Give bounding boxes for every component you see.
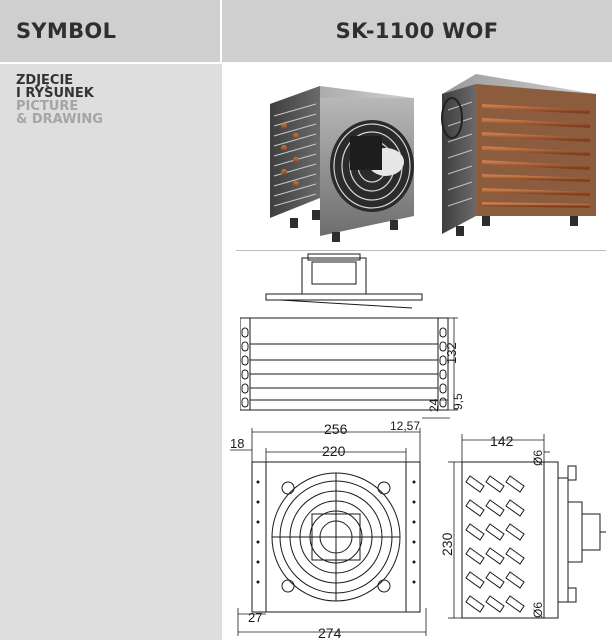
photo-drawing-divider [236, 250, 606, 251]
dim-height: 230 [440, 532, 455, 556]
drawing-side-view: 132 24 9,5 12,57 [240, 253, 465, 432]
dim-side-d1: 24 [427, 398, 441, 412]
label-pl-line1: ZDJĘCIE [16, 73, 74, 88]
dim-depth: 142 [490, 433, 514, 449]
table-header: SYMBOL SK-1100 WOF [0, 0, 612, 62]
dim-hole-bottom: Ø6 [531, 602, 545, 618]
unit-photo-front [270, 86, 414, 242]
dim-side-d2: 9,5 [451, 393, 465, 410]
header-symbol: SYMBOL [0, 0, 222, 62]
dim-hole-top: Ø6 [531, 450, 545, 466]
dim-side-height: 132 [444, 342, 459, 364]
unit-photo-rear [441, 74, 596, 236]
dim-front-bottom-offset: 27 [248, 610, 262, 625]
dim-side-d3: 12,57 [390, 419, 420, 432]
row-label-cell: ZDJĘCIE I RYSUNEK PICTURE & DRAWING [0, 64, 222, 640]
label-pl-line2: I RYSUNEK [16, 86, 94, 101]
label-en-line2: & DRAWING [16, 112, 103, 127]
dim-front-total: 256 [324, 422, 348, 437]
header-model: SK-1100 WOF [222, 0, 612, 62]
drawing-profile-view: 142 230 Ø6 Ø6 [440, 433, 606, 619]
product-photo [270, 74, 596, 242]
dim-front-offset: 18 [230, 436, 244, 451]
drawing-front-view: 256 220 18 27 274 [230, 422, 427, 640]
label-en-line1: PICTURE [16, 99, 79, 114]
dim-front-inner: 220 [322, 443, 346, 459]
dim-front-bottom-total: 274 [318, 625, 342, 640]
